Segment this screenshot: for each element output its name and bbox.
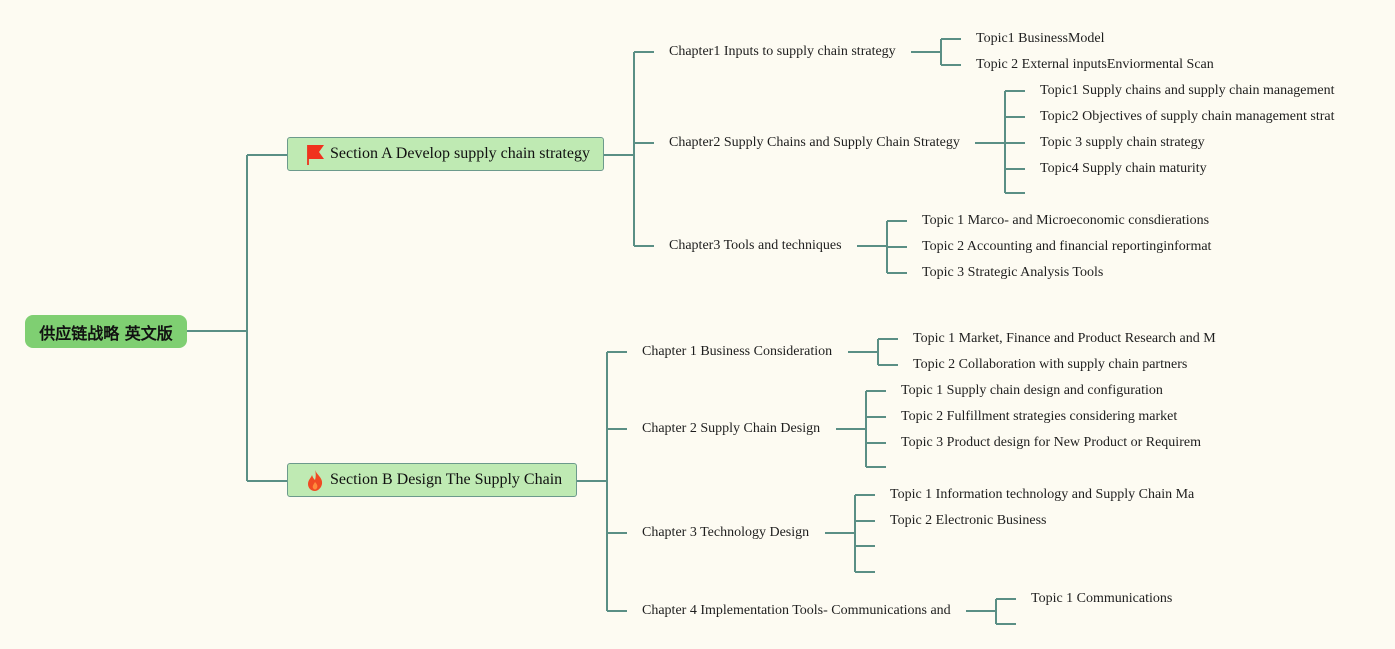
section-a-label: Section A Develop supply chain strategy [330, 145, 590, 162]
topic-node[interactable]: Topic 1 Communications [1031, 591, 1173, 606]
chapter-node[interactable]: Chapter3 Tools and techniques [669, 238, 842, 253]
flag-icon [305, 143, 325, 165]
topic-node[interactable]: Topic4 Supply chain maturity [1040, 161, 1207, 176]
section-b-label: Section B Design The Supply Chain [330, 471, 563, 488]
fire-icon [305, 469, 325, 491]
section-b-node[interactable]: Section B Design The Supply Chain [287, 463, 577, 497]
root-label: 供应链战略 英文版 [39, 323, 173, 343]
topic-node[interactable]: Topic 1 Marco- and Microeconomic consdie… [922, 213, 1210, 228]
topic-node[interactable]: Topic1 Supply chains and supply chain ma… [1040, 83, 1335, 98]
chapter-node[interactable]: Chapter 2 Supply Chain Design [642, 421, 821, 436]
topic-node[interactable]: Topic 3 Strategic Analysis Tools [922, 265, 1104, 280]
topic-node[interactable]: Topic 2 Fulfillment strategies consideri… [901, 409, 1178, 424]
topic-node[interactable]: Topic 2 External inputsEnviormental Scan [976, 57, 1214, 72]
topic-node[interactable]: Topic 1 Information technology and Suppl… [890, 487, 1195, 502]
section-a-node[interactable]: Section A Develop supply chain strategy [287, 137, 604, 171]
topic-node[interactable]: Topic 1 Supply chain design and configur… [901, 383, 1163, 398]
root-node[interactable]: 供应链战略 英文版 [25, 315, 187, 348]
topic-node[interactable]: Topic2 Objectives of supply chain manage… [1040, 109, 1335, 124]
topic-node[interactable]: Topic1 BusinessModel [976, 31, 1105, 46]
chapter-node[interactable]: Chapter 4 Implementation Tools- Communic… [642, 603, 951, 618]
topic-node[interactable]: Topic 2 Accounting and financial reporti… [922, 239, 1212, 254]
topic-node[interactable]: Topic 1 Market, Finance and Product Rese… [913, 331, 1216, 346]
topic-node[interactable]: Topic 2 Electronic Business [890, 513, 1047, 528]
chapter-node[interactable]: Chapter 3 Technology Design [642, 525, 810, 540]
topic-node[interactable]: Topic 3 Product design for New Product o… [901, 435, 1201, 450]
chapter-node[interactable]: Chapter1 Inputs to supply chain strategy [669, 44, 896, 59]
topic-node[interactable]: Topic 2 Collaboration with supply chain … [913, 357, 1188, 372]
topic-node[interactable]: Topic 3 supply chain strategy [1040, 135, 1205, 150]
chapter-node[interactable]: Chapter2 Supply Chains and Supply Chain … [669, 135, 960, 150]
chapter-node[interactable]: Chapter 1 Business Consideration [642, 344, 833, 359]
